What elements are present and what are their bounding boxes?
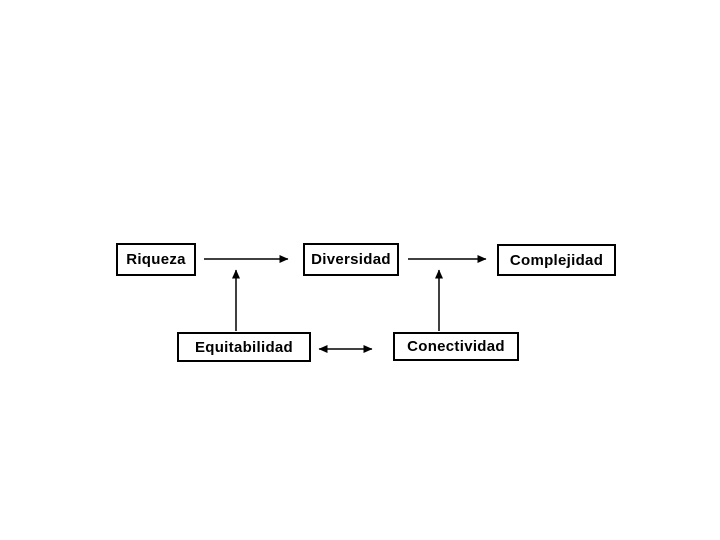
node-riqueza: Riqueza (116, 243, 196, 276)
node-complejidad: Complejidad (497, 244, 616, 276)
node-complejidad-label: Complejidad (509, 251, 604, 269)
node-diversidad-label: Diversidad (311, 251, 391, 268)
node-diversidad: Diversidad (303, 243, 399, 276)
node-riqueza-label: Riqueza (126, 251, 186, 268)
node-equitabilidad-label: Equitabilidad (194, 338, 294, 356)
node-conectividad: Conectividad (393, 332, 519, 361)
node-conectividad-label: Conectividad (407, 338, 505, 355)
node-equitabilidad: Equitabilidad (177, 332, 311, 362)
